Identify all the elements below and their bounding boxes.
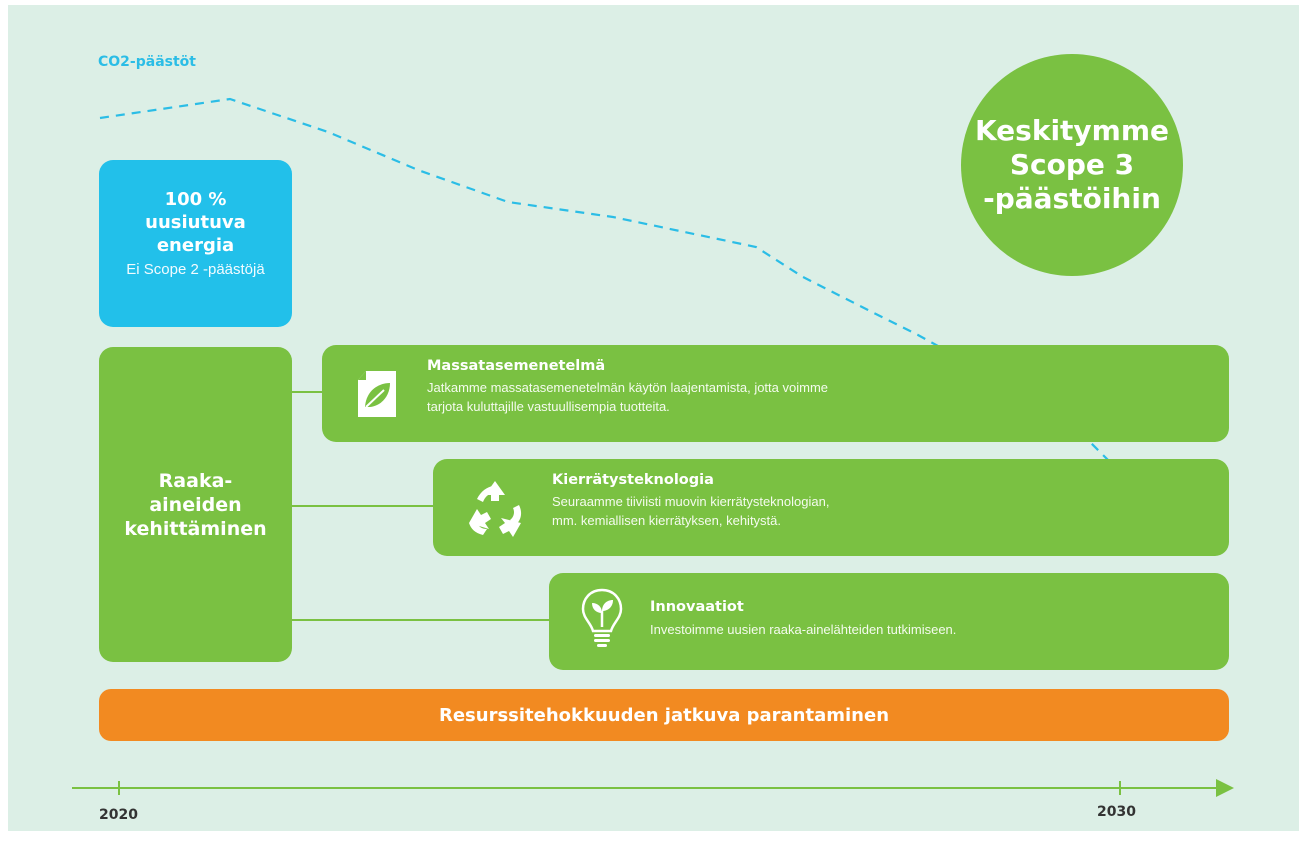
recycling-technology-desc-line1: Seuraamme tiiviisti muovin kierrätystekn… (552, 494, 830, 509)
scope3-focus-circle: Keskitymme Scope 3 -päästöihin (961, 54, 1183, 276)
recycling-technology-title: Kierrätysteknologia (552, 472, 714, 488)
renewable-energy-title: 100 % uusiutuva energia (145, 189, 246, 256)
connector-line-2 (292, 505, 434, 507)
renewable-energy-box: 100 % uusiutuva energia Ei Scope 2 -pääs… (99, 160, 292, 327)
mass-balance-desc-line1: Jatkamme massatasemenetelmän käytön laaj… (427, 380, 829, 395)
resource-efficiency-bar: Resurssitehokkuuden jatkuva parantaminen (99, 689, 1229, 741)
innovations-title: Innovaatiot (650, 599, 744, 615)
mass-balance-title: Massatasemenetelmä (427, 358, 606, 374)
lightbulb-sprout-icon (581, 588, 623, 647)
recycling-technology-bar: Kierrätysteknologia Seuraamme tiiviisti … (433, 459, 1229, 556)
renewable-energy-subtitle: Ei Scope 2 -päästöjä (126, 261, 265, 278)
diagram-canvas: CO2-päästöt Keskitymme Scope 3 -päästöih… (8, 5, 1299, 831)
recycle-icon (469, 481, 522, 537)
mass-balance-bar: Massatasemenetelmä Jatkamme massatasemen… (322, 345, 1229, 442)
co2-emissions-label: CO2-päästöt (98, 54, 196, 70)
timeline-start-label: 2020 (99, 807, 138, 823)
timeline-end-label: 2030 (1097, 804, 1136, 820)
timeline-axis (72, 779, 1234, 797)
mass-balance-desc-line2: tarjota kuluttajille vastuullisempia tuo… (427, 399, 670, 414)
connector-line-1 (292, 391, 323, 393)
raw-material-development-box: Raaka- aineiden kehittäminen (99, 347, 292, 662)
recycling-technology-desc-line2: mm. kemiallisen kierrätyksen, kehitystä. (552, 513, 782, 528)
timeline-arrow-icon (1216, 779, 1234, 797)
innovations-desc-line1: Investoimme uusien raaka-ainelähteiden t… (650, 622, 957, 637)
connector-line-3 (292, 619, 550, 621)
document-leaf-icon (358, 371, 396, 417)
innovations-bar: Innovaatiot Investoimme uusien raaka-ain… (549, 573, 1229, 670)
